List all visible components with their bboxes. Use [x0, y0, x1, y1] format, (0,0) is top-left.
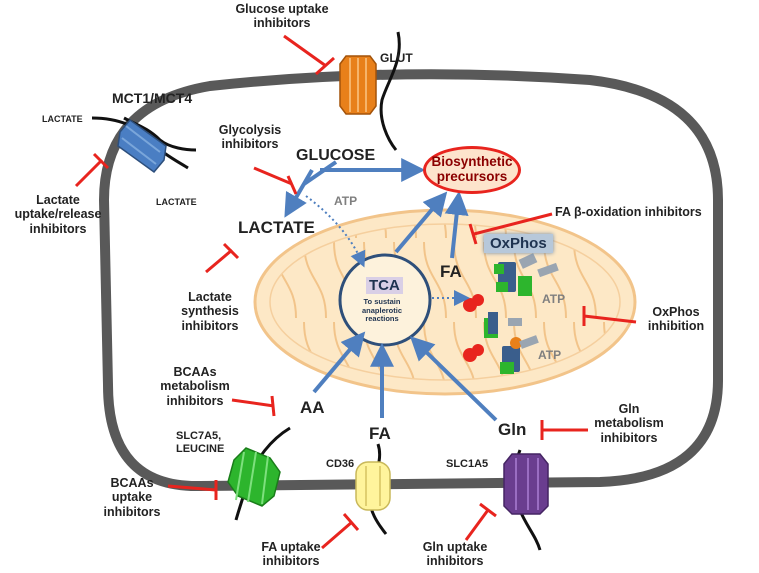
- arrow-aa-to-tca: [312, 331, 366, 394]
- inhibit-oxphos: [582, 306, 637, 326]
- gln-label: Gln: [498, 420, 527, 439]
- mitochondrion: [253, 208, 637, 396]
- atp-glycolysis-label: ATP: [334, 194, 358, 208]
- inhibit-glycolysis: [253, 166, 298, 195]
- bcaa-uptake-inhibitors-label: BCAAs uptake inhibitors: [103, 476, 161, 519]
- lactate-inside-label: LACTATE: [156, 197, 197, 207]
- inhibit-glucose-uptake: [283, 34, 335, 76]
- biosynthetic-precursors-label: Biosynthetic precursors: [431, 154, 513, 184]
- inhibit-lactate-synthesis: [205, 242, 240, 274]
- lactate-outside-label: LACTATE: [42, 114, 83, 124]
- dotted-arrows: [305, 195, 470, 306]
- mct-label: MCT1/MCT4: [112, 90, 193, 106]
- cd36-label: CD36: [326, 458, 355, 470]
- arrow-glucose-to-lactate: [284, 168, 314, 218]
- glucose-uptake-inhibitors-label: Glucose uptake inhibitors: [235, 2, 329, 31]
- tca-note: To sustain anaplerotic reactions: [361, 297, 402, 324]
- inhibit-lactate-transport: [74, 152, 110, 188]
- gln-metabolism-inhibitors-label: Gln metabolism inhibitors: [594, 402, 664, 445]
- inhibit-bcaa-uptake: [167, 480, 218, 500]
- slc1a5-label: SLC1A5: [446, 458, 489, 470]
- fa-uptake-inhibitors-label: FA uptake inhibitors: [261, 540, 321, 569]
- inhibit-gln-metabolism: [540, 420, 588, 440]
- lactate-transport-inhibitors-label: Lactate uptake/release inhibitors: [14, 193, 102, 236]
- inhibit-fa-oxidation: [468, 212, 553, 245]
- arrow-tca-to-biosynthesis: [394, 191, 448, 254]
- slc7a5-transporter: [227, 426, 291, 521]
- inhibit-gln-uptake: [464, 502, 497, 541]
- fa-cell-label: FA: [369, 424, 391, 443]
- inhibition-symbols: [74, 34, 637, 550]
- oxphos-label: OxPhos: [484, 234, 553, 253]
- arrow-fa-to-biosynthesis: [444, 190, 469, 259]
- tca-label: TCA: [366, 277, 403, 294]
- arrow-glucose-lactate-link: [302, 160, 338, 186]
- oxphos-complexes: [463, 253, 559, 374]
- inhibit-bcaa-metabolism: [231, 395, 276, 417]
- lactate-label: LACTATE: [238, 218, 315, 237]
- cell-membrane: [98, 69, 723, 492]
- atp-oxphos-label-1: ATP: [542, 292, 566, 306]
- atp-oxphos-label-2: ATP: [538, 348, 562, 362]
- bcaa-metabolism-inhibitors-label: BCAAs metabolism inhibitors: [160, 365, 230, 408]
- glycolysis-inhibitors-label: Glycolysis inhibitors: [218, 123, 282, 152]
- flux-arrows: [284, 158, 498, 422]
- oxphos-inhibition-label: OxPhos inhibition: [647, 305, 705, 334]
- cd36-transporter: [355, 443, 391, 535]
- slc1a5-transporter: [503, 449, 549, 551]
- glucose-label: GLUCOSE: [296, 147, 376, 164]
- lactate-synthesis-inhibitors-label: Lactate synthesis inhibitors: [181, 290, 239, 333]
- glut-transporter: [339, 31, 401, 151]
- mct-transporter: [91, 116, 197, 174]
- arrow-glycolysis-atp-to-tca: [305, 195, 366, 268]
- fa-mito-label: FA: [440, 262, 462, 281]
- arrow-gln-to-tca: [409, 336, 498, 422]
- glut-label: GLUT: [380, 51, 413, 65]
- fa-oxidation-inhibitors-label: FA β-oxidation inhibitors: [555, 205, 702, 219]
- biosynthetic-precursors: Biosynthetic precursors: [423, 146, 521, 194]
- gln-uptake-inhibitors-label: Gln uptake inhibitors: [422, 540, 488, 569]
- slc7a5-label: SLC7A5, LEUCINE: [176, 430, 225, 455]
- aa-label: AA: [300, 398, 325, 417]
- inhibit-fa-uptake: [321, 513, 360, 550]
